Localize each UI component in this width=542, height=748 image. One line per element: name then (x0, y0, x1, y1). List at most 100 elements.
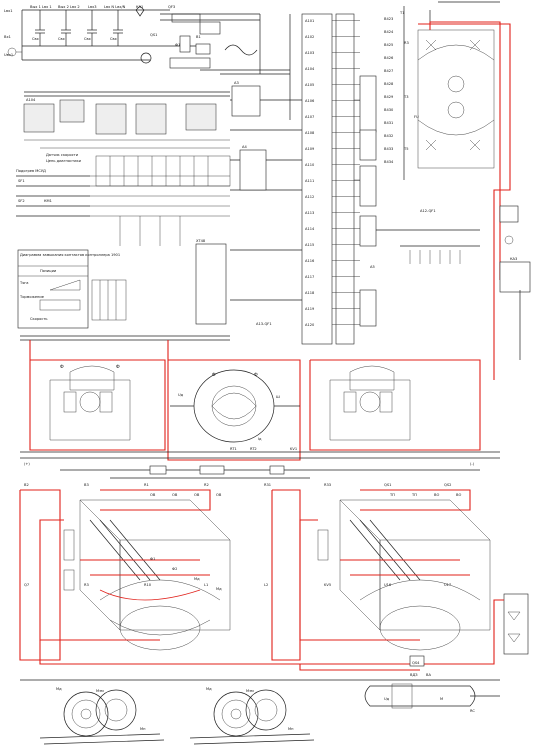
terminal-label: A108 (305, 131, 315, 135)
gen-label-f2: Ф (254, 372, 258, 378)
pole-label: KV5 (324, 583, 331, 587)
comp-t5: T5 (403, 147, 408, 151)
terminal-label: A117 (305, 275, 314, 279)
block-a5: A5 (370, 265, 375, 269)
cap-label-2: Cвх (58, 37, 66, 41)
right-terminal-label: В433 (384, 147, 393, 151)
motor-heating-label: Подогрев МСУД (16, 169, 46, 173)
block-a12-qf1: A12-QF1 (420, 209, 436, 213)
field-label: ОВ (172, 493, 178, 497)
bottom-md-2: Мд (206, 687, 212, 691)
generator-section: Ф Ф Ф Ф Uд Ш Iд (+) (-) RT1 RT2 KV1 (20, 340, 500, 466)
bottom-m: М (440, 697, 443, 701)
terminal-label: A109 (305, 147, 315, 151)
transformer-rectifier: T1 R3 T3 T5 FU КA3 В423В424В425В426В427В… (384, 1, 531, 380)
pole-label: R2 (204, 483, 209, 487)
bus-rt1: RT1 (230, 447, 237, 451)
pole-label: R31 (264, 483, 271, 487)
plate-row-positions: Позиции (40, 269, 57, 273)
terminal-label: A115 (305, 243, 314, 247)
pole-label: B3 (84, 483, 89, 487)
comp-qs1: QS1 (150, 33, 157, 37)
comp-r3: R3 (404, 41, 409, 45)
right-terminal-label: В423 (384, 17, 393, 21)
field-label-1: Ф (60, 364, 64, 370)
right-terminal-label: В428 (384, 82, 394, 86)
wheelset-left (39, 689, 165, 745)
field-label: ОВ (194, 493, 200, 497)
bus-kv1: KV1 (290, 447, 297, 451)
terminal-label: A116 (305, 259, 315, 263)
terminal-label: A104 (305, 67, 315, 71)
speed-sensor-label: Датчик скорости (46, 153, 79, 157)
field-label-2: Ф (116, 364, 120, 370)
gen-label-ud: Uд (178, 393, 184, 397)
right-terminal-label: В427 (384, 69, 393, 73)
pole-label: R3 (84, 583, 89, 587)
right-terminal-label: В434 (384, 160, 394, 164)
terminal-label: A110 (305, 163, 315, 167)
terminal-strip: A101A102A103A104A105A106A107A108A109A110… (195, 13, 480, 345)
cap-label-4: Cвх (110, 37, 118, 41)
module-a104 (23, 103, 55, 133)
comp-qf3: QF3 (168, 5, 175, 9)
terminal-label: A119 (305, 307, 315, 311)
terminal-label: A120 (305, 323, 315, 327)
pole-label: L2 (264, 583, 268, 587)
gen-label-id: Iд (258, 437, 262, 441)
comp-t3: T3 (403, 95, 408, 99)
terminal-label: A105 (305, 83, 314, 87)
terminal-label: A107 (305, 115, 314, 119)
terminal-label: A118 (305, 291, 315, 295)
pole-label: L1 (204, 583, 208, 587)
terminal-label: A103 (305, 51, 314, 55)
bottom-mp-2: Мп (288, 727, 294, 731)
field-label: Ф1 (150, 557, 155, 561)
right-terminal-label: В430 (384, 108, 394, 112)
plate-row-speed: Скорость (30, 317, 48, 321)
terminal-label: A112 (305, 195, 314, 199)
qs4-label: QS4 (412, 661, 420, 665)
pole-label: R33 (324, 483, 331, 487)
plate-title-1: Диаграмма замыкания контактов контроллер… (20, 253, 120, 257)
tap-label-4: Lвх N Lвх/N (104, 5, 126, 9)
tap-label-5: КА1 (136, 5, 143, 9)
terminal-label: A101 (305, 19, 314, 23)
field-label: Ф2 (172, 567, 177, 571)
button-sf2: SF2 (18, 199, 25, 203)
right-traction-motor (271, 489, 491, 661)
bottom-ud: Uд (384, 697, 390, 701)
block-a13-qf1: A13-QF1 (256, 322, 272, 326)
vdz-label: ВДЗ (410, 673, 418, 677)
gen-label-f1: Ф (212, 372, 216, 378)
field-label: ОВ (150, 493, 156, 497)
bottom-mzm-2: Mзм (246, 689, 254, 693)
bus-plus: (+) (24, 462, 30, 466)
input-label-2: Вх1 (4, 35, 11, 39)
comp-f1: Ф1 (175, 43, 180, 47)
field-label: ОВ (216, 493, 222, 497)
field-label: ВО (434, 493, 439, 497)
left-modules: A104 Датчик скорости Цепь диагностики По… (16, 91, 231, 341)
rotor-cylinder (364, 683, 500, 709)
pole-label: U16 (384, 583, 392, 587)
bottom-rc: RC (470, 709, 475, 713)
pole-label: R1 (144, 483, 149, 487)
bus-minus: (-) (470, 462, 475, 466)
input-label-3: Uвх1 (4, 53, 13, 57)
terminal-label: A106 (305, 99, 315, 103)
tap-label-2: Вых 2 Lвх 2 (58, 5, 80, 9)
pole-label: QS1 (384, 483, 391, 487)
field-label: Мд (194, 577, 200, 581)
wheelsets: Мд Мд Mзм Mзм Мп Мп Uд М RC (39, 683, 500, 745)
right-terminal-label: В429 (384, 95, 394, 99)
block-xt48: XT48 (196, 239, 206, 243)
input-filter: Lвх1 Вх1 Uвх1 Cвх Cвх Cвх Cвх Вых 1 Lвх … (4, 5, 200, 64)
pole-label: U17 (444, 583, 451, 587)
comp-t1: T1 (399, 11, 404, 15)
right-terminal-label: В425 (384, 43, 393, 47)
top-components: QF3 E1 QS1 B1 Ф1 (150, 5, 291, 120)
wheelset-right (189, 689, 315, 745)
